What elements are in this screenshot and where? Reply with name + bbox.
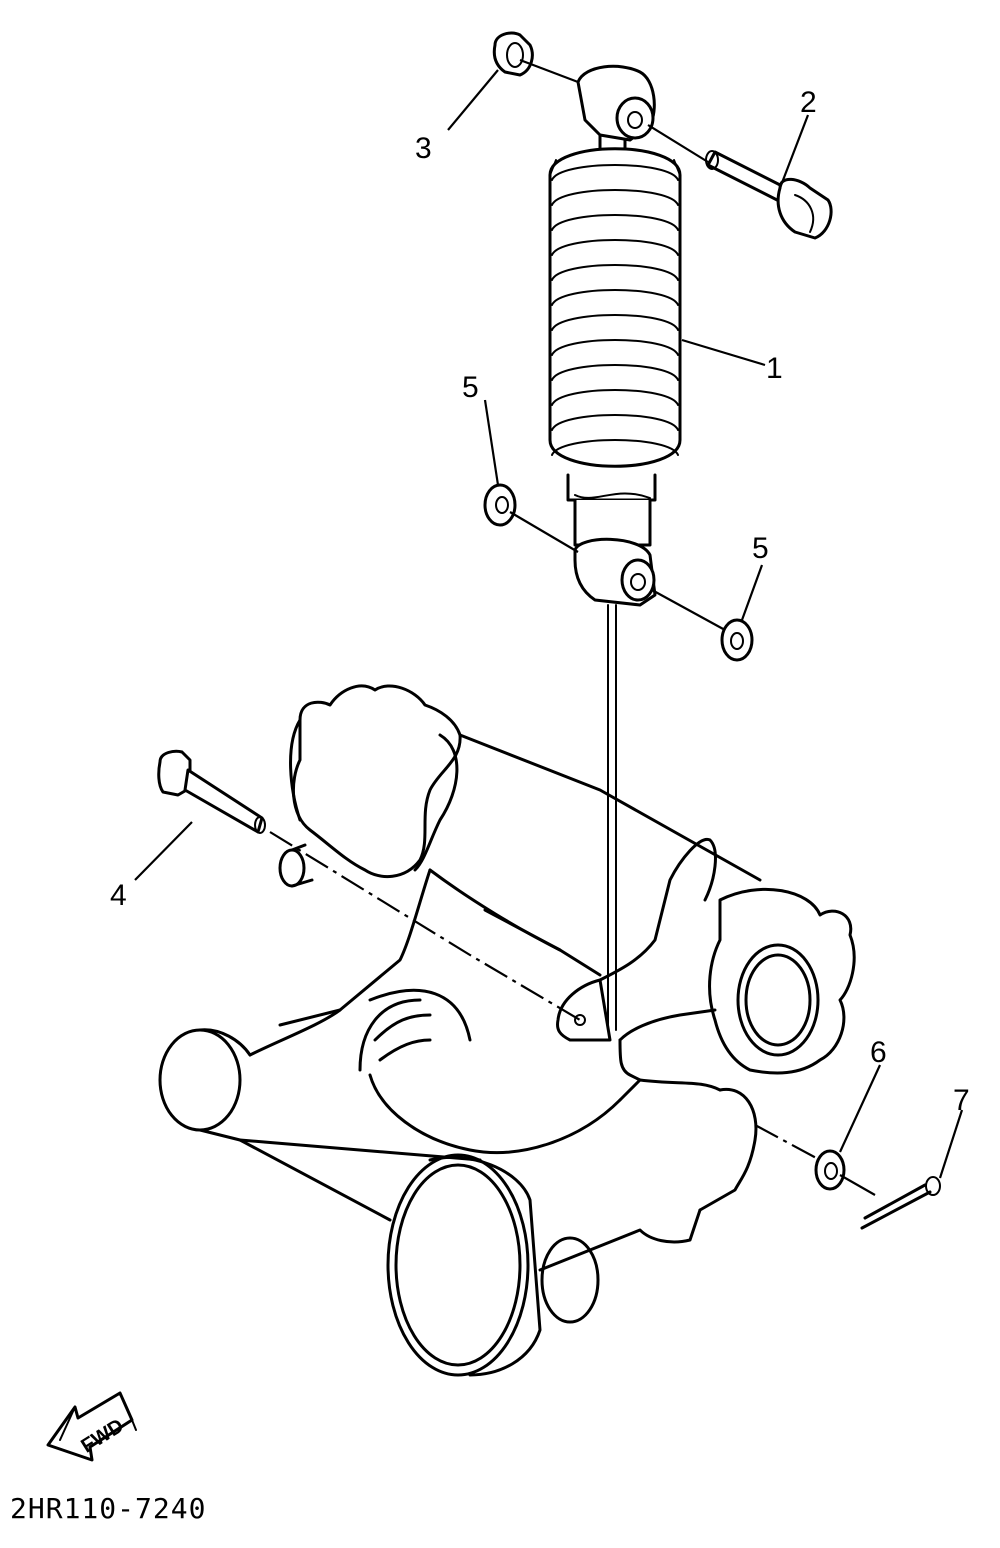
washer-lower-5: [720, 618, 754, 662]
callout-1: 1: [766, 352, 783, 385]
cotter-pin-7: [860, 1176, 941, 1230]
callout-7: 7: [953, 1084, 970, 1117]
callout-5-lower: 5: [752, 532, 769, 565]
coil-spring: [548, 147, 682, 468]
washer-6: [814, 1149, 846, 1191]
assembly-lines: [269, 58, 876, 1196]
callout-2: 2: [800, 86, 817, 119]
swingarm-pivot-bolt: [157, 749, 266, 834]
shock-absorber: [548, 64, 682, 607]
washer-upper-5: [483, 483, 517, 527]
callout-4: 4: [110, 879, 127, 912]
callout-3: 3: [415, 132, 432, 165]
shock-upper-bolt: [705, 150, 833, 240]
callout-5-upper: 5: [462, 371, 479, 404]
part-code: 2HR110-7240: [10, 1492, 206, 1525]
shock-upper-nut: [492, 31, 534, 77]
callout-6: 6: [870, 1036, 887, 1069]
leader-lines: [134, 69, 964, 1179]
swing-arm: [158, 684, 856, 1377]
forward-arrow-icon: FWD: [46, 1391, 137, 1462]
